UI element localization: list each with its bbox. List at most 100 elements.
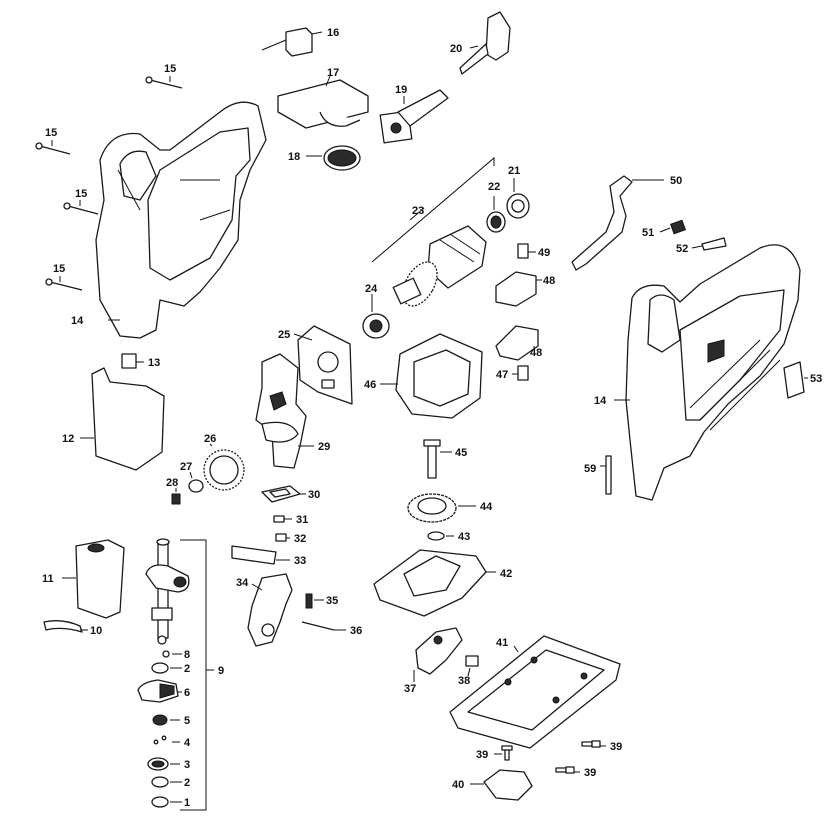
callout-2a: 2 bbox=[184, 663, 190, 675]
callout-2b: 2 bbox=[184, 777, 190, 789]
callout-23: 23 bbox=[412, 205, 424, 217]
callout-35: 35 bbox=[326, 595, 338, 607]
part-47-brush: 47 bbox=[496, 365, 529, 381]
callout-39a: 39 bbox=[476, 749, 488, 761]
callout-19: 19 bbox=[395, 84, 407, 96]
part-52-clip: 52 bbox=[676, 237, 727, 255]
callout-1: 1 bbox=[184, 797, 190, 809]
part-3-bearing: 3 bbox=[147, 757, 190, 771]
callout-15a: 15 bbox=[164, 63, 176, 75]
part-10-spring: 10 bbox=[43, 620, 102, 637]
callout-16: 16 bbox=[327, 27, 339, 39]
part-21-bearing: 21 bbox=[506, 165, 530, 219]
callout-12: 12 bbox=[62, 433, 74, 445]
part-42-bevel-plate: 42 bbox=[373, 549, 512, 617]
part-16-switch: 16 bbox=[261, 27, 339, 57]
callout-39b: 39 bbox=[610, 741, 622, 753]
callout-26: 26 bbox=[204, 433, 216, 445]
part-35-spring: 35 bbox=[305, 593, 338, 609]
callout-15d: 15 bbox=[53, 263, 65, 275]
callout-15b: 15 bbox=[45, 127, 57, 139]
part-26-gear: 26 bbox=[203, 433, 245, 491]
part-27-bushing: 27 bbox=[180, 461, 204, 493]
part-50-lever: 50 bbox=[571, 175, 682, 271]
callout-44: 44 bbox=[480, 501, 493, 513]
callout-20: 20 bbox=[450, 43, 462, 55]
callout-36: 36 bbox=[350, 625, 362, 637]
part-33-strip: 33 bbox=[231, 545, 306, 567]
callout-59: 59 bbox=[584, 463, 596, 475]
part-12-cover: 12 bbox=[62, 367, 165, 471]
callout-53: 53 bbox=[810, 373, 822, 385]
callout-4: 4 bbox=[184, 737, 191, 749]
callout-46: 46 bbox=[364, 379, 376, 391]
part-1-clip: 1 bbox=[151, 796, 190, 809]
part-59-pin: 59 bbox=[584, 455, 612, 495]
part-34-blade-holder: 34 bbox=[236, 573, 293, 647]
callout-42: 42 bbox=[500, 568, 512, 580]
part-36-pin: 36 bbox=[301, 621, 362, 637]
part-14-housing-left: 14 bbox=[71, 101, 267, 339]
callout-9: 9 bbox=[218, 665, 224, 677]
callout-14a: 14 bbox=[71, 315, 84, 327]
part-44-knob: 44 bbox=[407, 493, 493, 523]
part-25-plate: 25 bbox=[278, 325, 353, 405]
callout-48a: 48 bbox=[543, 275, 555, 287]
part-46-stator: 46 bbox=[364, 333, 483, 419]
callout-48b: 48 bbox=[530, 347, 542, 359]
callout-34: 34 bbox=[236, 577, 249, 589]
part-9-plunger-assembly: 9 bbox=[145, 538, 224, 811]
part-13-plate: 13 bbox=[121, 353, 160, 369]
callout-52: 52 bbox=[676, 243, 688, 255]
callout-38: 38 bbox=[458, 675, 470, 687]
callout-39c: 39 bbox=[584, 767, 596, 779]
part-49-brush: 49 bbox=[517, 243, 550, 259]
part-37-clamp: 37 bbox=[404, 627, 463, 695]
part-43-washer: 43 bbox=[427, 531, 470, 543]
callout-10: 10 bbox=[90, 625, 102, 637]
callout-28: 28 bbox=[166, 477, 178, 489]
callout-17: 17 bbox=[327, 67, 339, 79]
callout-8: 8 bbox=[184, 649, 190, 661]
callout-14b: 14 bbox=[594, 395, 607, 407]
callout-51: 51 bbox=[642, 227, 654, 239]
part-8-pin: 8 bbox=[162, 649, 190, 661]
part-48-brush-holder-lower: 48 bbox=[495, 325, 542, 361]
callout-33: 33 bbox=[294, 555, 306, 567]
callout-41: 41 bbox=[496, 637, 508, 649]
part-23-armature: 23 bbox=[371, 156, 495, 307]
callout-18: 18 bbox=[288, 151, 300, 163]
callout-11: 11 bbox=[42, 573, 54, 585]
callout-49: 49 bbox=[538, 247, 550, 259]
part-6-cam: 6 bbox=[137, 679, 190, 703]
part-32-clip: 32 bbox=[275, 533, 306, 545]
part-14-housing-right: 14 bbox=[594, 244, 801, 501]
callout-50: 50 bbox=[670, 175, 682, 187]
callout-32: 32 bbox=[294, 533, 306, 545]
part-22-bearing: 22 bbox=[486, 181, 506, 233]
part-2-washer-upper: 2 bbox=[151, 662, 190, 675]
part-40-insert: 40 bbox=[452, 769, 533, 801]
callout-5: 5 bbox=[184, 715, 190, 727]
callout-45: 45 bbox=[455, 447, 467, 459]
part-15-screws: 15 15 15 15 bbox=[35, 63, 183, 291]
callout-37: 37 bbox=[404, 683, 416, 695]
callout-15c: 15 bbox=[75, 188, 87, 200]
callout-40: 40 bbox=[452, 779, 464, 791]
part-30-frame: 30 bbox=[261, 485, 320, 503]
callout-24: 24 bbox=[365, 283, 378, 295]
part-24-bearing: 24 bbox=[362, 283, 390, 339]
part-51-spring: 51 bbox=[642, 219, 686, 239]
callout-21: 21 bbox=[508, 165, 520, 177]
part-18-ring: 18 bbox=[288, 145, 361, 171]
part-19-grip: 19 bbox=[379, 84, 449, 144]
part-4-balls: 4 bbox=[153, 735, 191, 749]
callout-43: 43 bbox=[458, 531, 470, 543]
part-29-plate: 29 bbox=[255, 353, 330, 469]
callout-47: 47 bbox=[496, 369, 508, 381]
callout-22: 22 bbox=[488, 181, 500, 193]
part-48-brush-holder-upper: 48 bbox=[495, 271, 555, 307]
part-31-clip: 31 bbox=[273, 514, 308, 526]
callout-25: 25 bbox=[278, 329, 290, 341]
